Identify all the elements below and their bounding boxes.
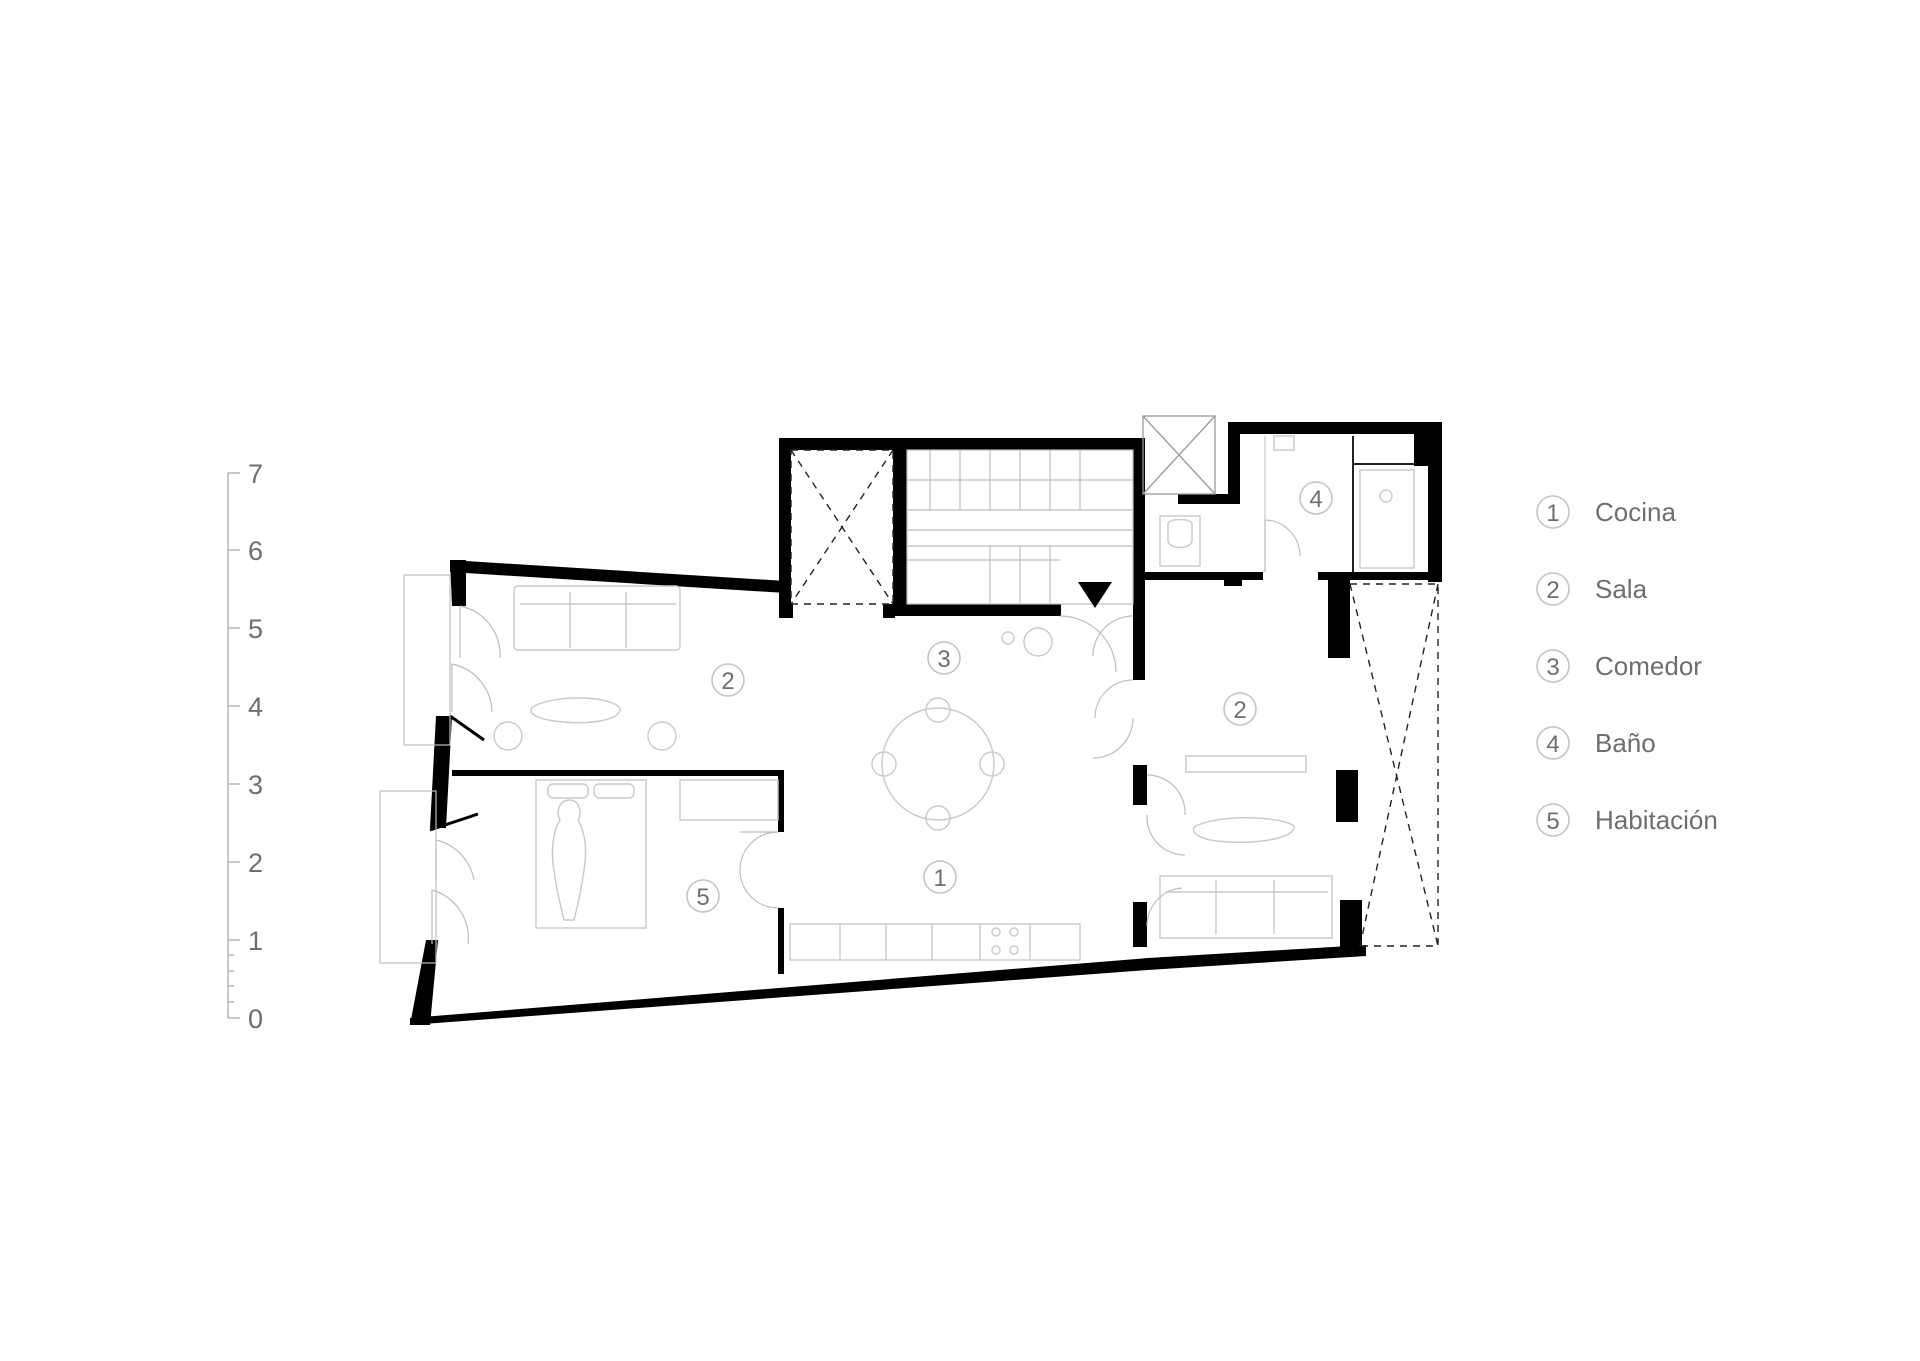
room-1-label: 1 (933, 865, 946, 892)
legend-item: 4 Baño (1536, 726, 1656, 760)
legend-number: 5 (1546, 808, 1559, 835)
scale-tick-6: 6 (248, 536, 263, 566)
scale-tick-5: 5 (248, 614, 263, 644)
room-labels: 2 3 1 5 2 4 (686, 481, 1333, 913)
legend: 1 Cocina 2 Sala 3 Comedor 4 Baño 5 Habit… (1536, 495, 1718, 837)
stair (906, 449, 1134, 605)
scale-tick-1: 1 (248, 926, 263, 956)
legend-number: 3 (1546, 654, 1559, 681)
scale-tick-7: 7 (248, 459, 263, 489)
legend-item: 5 Habitación (1536, 803, 1718, 837)
legend-number: 1 (1546, 500, 1559, 527)
door-swings (431, 519, 1301, 945)
furniture (379, 435, 1415, 964)
shafts (790, 415, 1439, 947)
legend-label: Habitación (1595, 805, 1718, 835)
legend-item: 1 Cocina (1536, 495, 1676, 529)
scale-tick-0: 0 (248, 1004, 263, 1034)
legend-number: 4 (1546, 731, 1559, 758)
legend-label: Cocina (1595, 497, 1676, 527)
legend-item: 3 Comedor (1536, 649, 1702, 683)
scale-tick-4: 4 (248, 692, 263, 722)
legend-number: 2 (1546, 577, 1559, 604)
room-2-left-label: 2 (721, 668, 734, 695)
legend-item: 2 Sala (1536, 572, 1648, 606)
scale-bar: 0 1 2 3 4 5 6 7 (227, 459, 263, 1034)
room-4-label: 4 (1309, 486, 1322, 513)
walls (410, 422, 1442, 1025)
room-5-label: 5 (696, 884, 709, 911)
legend-label: Baño (1595, 728, 1656, 758)
room-3-label: 3 (937, 646, 950, 673)
room-2-right-label: 2 (1233, 697, 1246, 724)
scale-tick-2: 2 (248, 848, 263, 878)
scale-tick-3: 3 (248, 770, 263, 800)
legend-label: Comedor (1595, 651, 1702, 681)
entrance-triangle-icon (1078, 582, 1112, 608)
legend-label: Sala (1595, 574, 1648, 604)
